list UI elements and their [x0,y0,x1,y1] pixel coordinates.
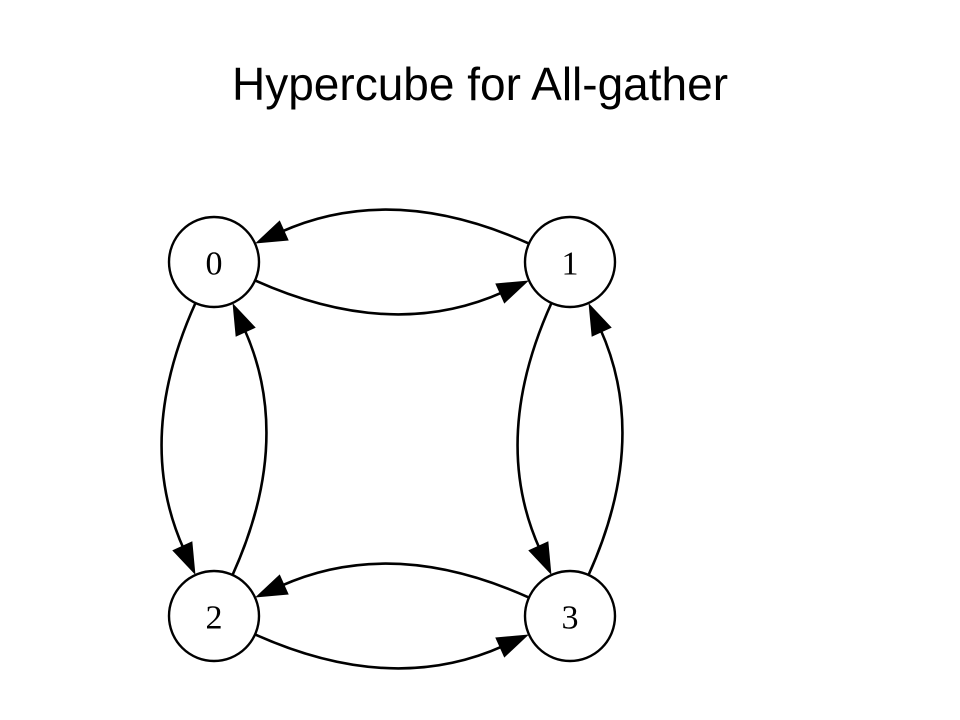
edge-2-to-0 [231,303,268,576]
edge-1-to-0 [255,208,530,245]
edge-curve [254,633,504,670]
edge-curve [516,302,553,551]
arrowhead-icon [495,280,529,304]
arrowhead-icon [495,634,529,658]
edge-0-to-1 [254,279,529,316]
node-2: 2 [167,569,261,663]
edge-2-to-3 [254,633,529,670]
edge-3-to-2 [255,562,530,599]
edge-curve [254,279,504,316]
node-1: 1 [523,215,617,309]
arrowhead-icon [255,574,289,598]
arrowhead-icon [255,220,289,244]
node-label: 1 [562,246,579,283]
arrowhead-icon [528,541,552,575]
slide-title: Hypercube for All-gather [231,58,729,110]
arrowhead-icon [172,541,196,575]
edge-curve [231,327,268,576]
edge-curve [280,562,530,599]
edge-curve [280,208,530,245]
edge-curve [160,302,197,551]
node-0: 0 [167,215,261,309]
edge-3-to-1 [587,303,624,576]
edge-curve [587,327,624,576]
edge-1-to-3 [516,302,553,575]
node-circle [523,569,617,663]
arrowhead-icon [232,303,256,337]
edges-layer [160,208,624,670]
node-label: 3 [562,600,579,637]
node-circle [167,215,261,309]
nodes-layer: 0 1 2 3 [167,215,617,663]
edge-0-to-2 [160,302,197,575]
node-circle [523,215,617,309]
arrowhead-icon [588,303,612,337]
node-label: 2 [206,600,223,637]
node-circle [167,569,261,663]
node-label: 0 [206,246,223,283]
node-3: 3 [523,569,617,663]
